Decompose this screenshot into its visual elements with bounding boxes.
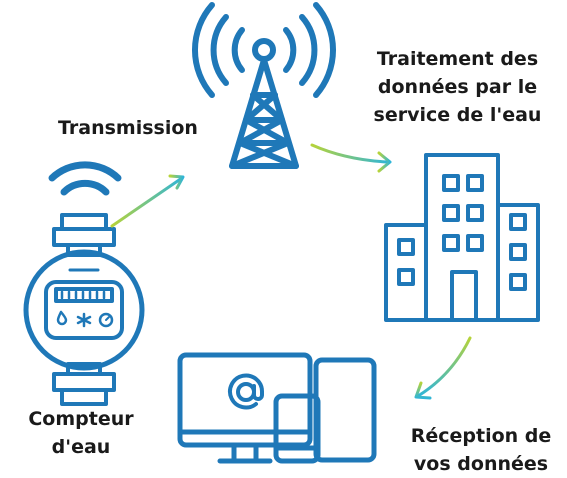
label-treatment: Traitement des données par le service de… [373,48,542,126]
label-transmission: Transmission [58,117,198,139]
flow-arrow-tower-to-treatment [310,143,392,173]
flow-arrow-meter-to-tower [110,174,185,228]
wifi-icon [48,161,122,196]
buildings-icon [384,153,540,322]
at-sign-icon [228,373,265,410]
antenna-tower-icon [192,2,336,169]
label-reception: Réception de vos données [410,425,552,475]
devices-icon [177,352,377,464]
flow-arrow-treatment-to-reception [414,336,472,400]
label-meter: Compteur d'eau [28,408,134,458]
water-meter-icon [23,161,145,406]
